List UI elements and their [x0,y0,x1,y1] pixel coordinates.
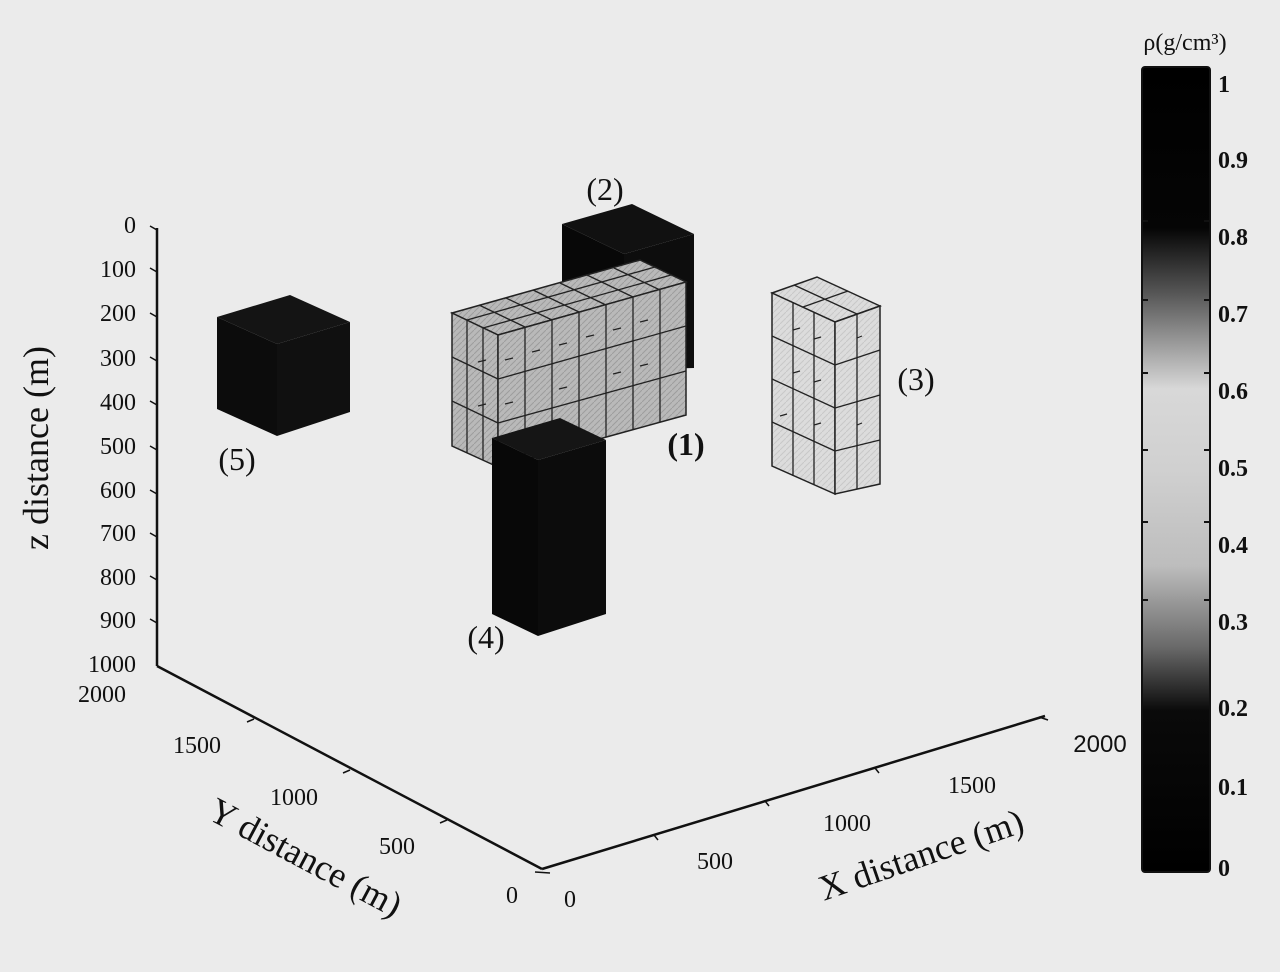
body-5-label: (5) [218,441,255,477]
z-tick-200: 200 [100,301,136,327]
cb-tick-0.3: 0.3 [1218,610,1248,636]
z-tick-1000: 1000 [88,652,136,678]
z-tick-900: 900 [100,608,136,634]
body-2-label: (2) [586,171,623,207]
body-3-label: (3) [897,361,934,397]
cb-tick-0.7: 0.7 [1218,302,1248,328]
z-tick-700: 700 [100,521,136,547]
z-axis [149,225,159,666]
x-tick-1500: 1500 [948,773,996,799]
cb-tick-0.2: 0.2 [1218,696,1248,722]
body-1-gridded-block [449,259,689,469]
cb-tick-0.4: 0.4 [1218,533,1248,559]
z-tick-400: 400 [100,390,136,416]
cb-tick-0.1: 0.1 [1218,775,1248,801]
z-tick-300: 300 [100,346,136,372]
z-tick-600: 600 [100,478,136,504]
y-tick-1000: 1000 [270,785,318,811]
x-tick-0: 0 [564,887,576,913]
cb-tick-0.6: 0.6 [1218,379,1248,405]
body-5-cube [217,295,350,436]
y-axis [156,664,551,874]
colorbar [1141,66,1211,873]
z-tick-500: 500 [100,434,136,460]
z-axis-tick-labels: 0 100 200 300 400 500 600 700 800 900 10… [88,213,136,678]
cb-tick-1: 1 [1218,72,1230,98]
body-3-gridded-column [770,276,882,496]
x-axis [541,714,1049,871]
body-1-label: (1) [667,426,704,462]
y-tick-500: 500 [379,834,415,860]
cb-tick-0: 0 [1218,856,1230,882]
x-tick-1000: 1000 [823,811,871,837]
y-tick-2000: 2000 [78,682,126,708]
body-4-prism [492,418,606,636]
z-tick-0: 0 [124,213,136,239]
cb-tick-0.8: 0.8 [1218,225,1248,251]
x-tick-500: 500 [697,849,733,875]
y-tick-1500: 1500 [173,733,221,759]
z-tick-800: 800 [100,565,136,591]
z-tick-100: 100 [100,257,136,283]
colorbar-title: ρ(g/cm³) [1143,30,1226,56]
colorbar-tick-labels: 1 0.9 0.8 0.7 0.6 0.5 0.4 0.3 0.2 0.1 0 [1218,72,1248,882]
y-tick-0: 0 [506,883,518,909]
x-axis-tick-labels: 0 500 1000 1500 2000 [564,731,1127,913]
z-axis-title: z distance (m) [16,346,56,550]
cb-tick-0.5: 0.5 [1218,456,1248,482]
body-4-label: (4) [467,619,504,655]
y-axis-tick-labels: 2000 1500 1000 500 0 [78,682,518,909]
cb-tick-0.9: 0.9 [1218,148,1248,174]
x-tick-2000: 2000 [1073,731,1126,758]
